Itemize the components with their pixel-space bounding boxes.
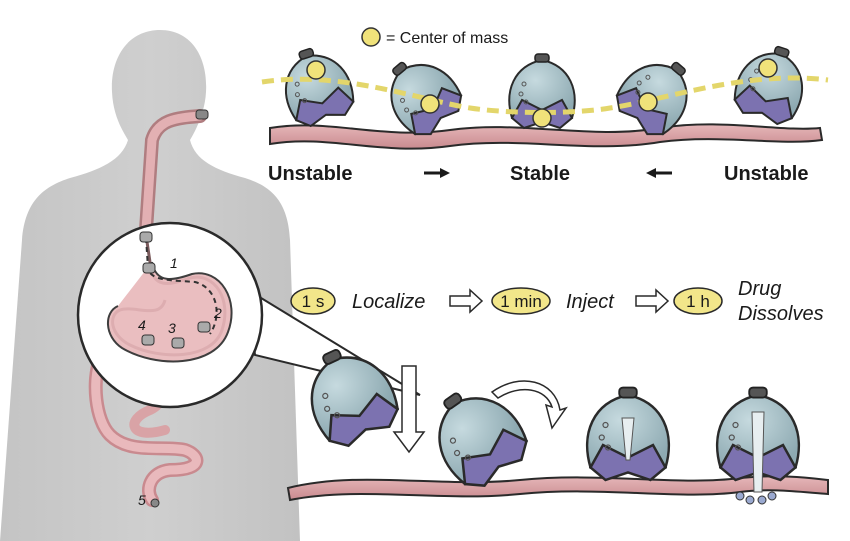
- capsule-unstable-left-1: [272, 38, 360, 132]
- action-dissolves: Dissolves: [738, 303, 824, 325]
- action-localize: Localize: [352, 291, 425, 313]
- down-arrow-icon: [392, 365, 426, 454]
- label-unstable-right: Unstable: [724, 163, 808, 185]
- label-unstable-left: Unstable: [268, 163, 352, 185]
- tissue-bottom: [286, 475, 829, 502]
- marker-3: 3: [168, 320, 176, 336]
- drug-particle: [745, 495, 755, 505]
- pill-1min: [491, 287, 551, 315]
- com-dot-1: [306, 60, 326, 80]
- legend-dot: [361, 27, 381, 47]
- marker-2: 2: [213, 305, 222, 321]
- needle-injected: [751, 411, 765, 493]
- curved-arrow-icon: [490, 380, 568, 430]
- timeline: 1 s Localize 1 min Inject 1 h Drug Disso…: [290, 278, 824, 325]
- capsule-righting: [415, 372, 538, 498]
- drug-particle: [767, 491, 777, 501]
- legend-text: = Center of mass: [386, 30, 508, 47]
- time-1min: 1 min: [500, 292, 542, 311]
- com-dot-4: [638, 92, 658, 112]
- action-drug: Drug: [738, 278, 781, 300]
- needle-retracted: [621, 417, 635, 461]
- marker-5: 5: [138, 492, 146, 508]
- pill-1h: [673, 287, 723, 315]
- center-of-mass-path: [261, 75, 829, 115]
- stability-panel: = Center of mass Unstable Stable Unstabl…: [261, 27, 829, 185]
- hollow-arrow-icon-1: [449, 288, 484, 314]
- arrow-right-icon: [440, 168, 450, 178]
- marker-4: 4: [138, 317, 146, 333]
- com-dot-2: [420, 94, 440, 114]
- arrow-left-icon: [646, 168, 656, 178]
- time-1s: 1 s: [302, 292, 325, 311]
- drug-particle: [757, 495, 767, 505]
- label-stable: Stable: [510, 163, 570, 185]
- hollow-arrow-icon-2: [635, 288, 670, 314]
- marker-1: 1: [170, 255, 178, 271]
- time-1h: 1 h: [686, 292, 710, 311]
- action-inject: Inject: [566, 291, 615, 313]
- com-dot-5: [758, 58, 778, 78]
- injection-sequence: [286, 333, 829, 505]
- com-dot-3: [532, 108, 552, 128]
- pill-1s: [290, 287, 336, 315]
- drug-particle: [735, 491, 745, 501]
- gi-tract: [88, 109, 209, 508]
- tissue-top: [269, 123, 824, 150]
